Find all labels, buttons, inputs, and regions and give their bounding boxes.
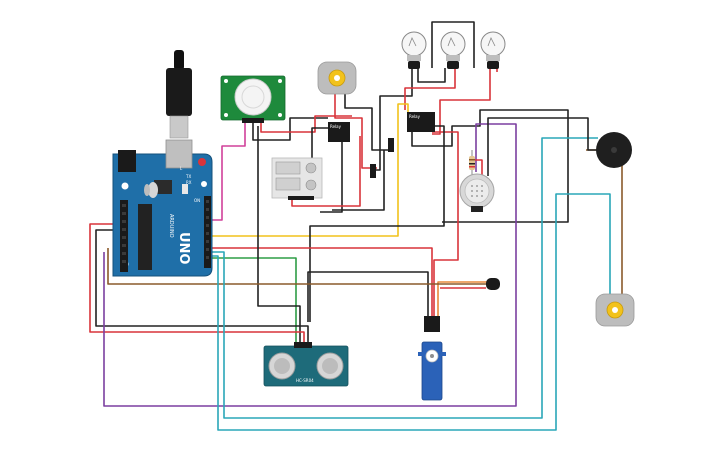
board-on-label: ON <box>194 198 200 203</box>
wire-bulb-red <box>432 68 491 135</box>
board-logo: UNO <box>176 232 191 265</box>
wire-bulb-black <box>431 21 475 68</box>
wire-servo-orange <box>437 281 490 318</box>
relay-2-label: Relay <box>409 114 421 119</box>
wire-relay2-black <box>411 109 569 223</box>
wire-teal <box>210 193 611 431</box>
relay-2: Relay <box>407 112 435 132</box>
wire-purple <box>103 123 517 407</box>
light-bulb-2 <box>440 31 466 69</box>
wire-motor-black <box>344 92 392 151</box>
wire-sonar-green <box>210 257 297 346</box>
dc-motor-top <box>317 61 357 95</box>
board-tx-label: TX <box>185 174 191 179</box>
wire-relay1-red <box>291 136 361 207</box>
light-bulb-1 <box>401 31 427 69</box>
wire-sonar-black <box>95 229 309 346</box>
board-l-label: L <box>180 166 183 171</box>
temperature-sensor <box>486 278 500 290</box>
wire-bulb-red <box>404 68 456 110</box>
resistor <box>469 150 475 178</box>
pir-sensor <box>220 75 286 123</box>
arduino-board: UNO ARDUINO ON TX RX L <box>112 139 213 277</box>
wire-brown <box>107 248 486 285</box>
dc-motor-right <box>595 293 635 327</box>
small-switches <box>370 138 394 178</box>
usb-cable <box>166 50 192 139</box>
wire-brown <box>586 149 623 296</box>
wire-buzzer-black <box>487 117 600 176</box>
wire-relay1-black <box>320 140 343 213</box>
power-supply <box>271 157 323 200</box>
wire-pir-red <box>260 115 352 133</box>
wire-relay1-black <box>332 150 385 211</box>
relay-1: Relay <box>328 122 350 142</box>
board-rx-label: RX <box>186 180 192 185</box>
wire-sonar-red <box>89 223 305 346</box>
wire-relay2-red <box>432 131 459 318</box>
wire-bulb-black <box>373 68 413 171</box>
wire-pir-magenta <box>210 122 246 221</box>
ultrasonic-sensor: HC-SR04 <box>263 342 349 387</box>
wires <box>89 21 623 431</box>
servo-motor <box>418 316 446 401</box>
wire-motor-red <box>334 92 377 169</box>
gas-sensor <box>459 173 495 212</box>
light-bulbs <box>401 31 506 69</box>
ultrasonic-label: HC-SR04 <box>296 378 314 383</box>
board-brand: ARDUINO <box>168 214 174 238</box>
wire-servo-black <box>307 271 429 322</box>
relay-1-label: Relay <box>330 124 342 129</box>
wire-servo-red <box>210 247 433 318</box>
wire-pir-black <box>252 117 328 141</box>
wire-teal <box>210 137 598 419</box>
piezo-buzzer <box>596 132 632 168</box>
wire-relay2-black <box>309 125 445 322</box>
wire-bulb-black <box>417 68 446 83</box>
light-bulb-3 <box>480 31 506 69</box>
